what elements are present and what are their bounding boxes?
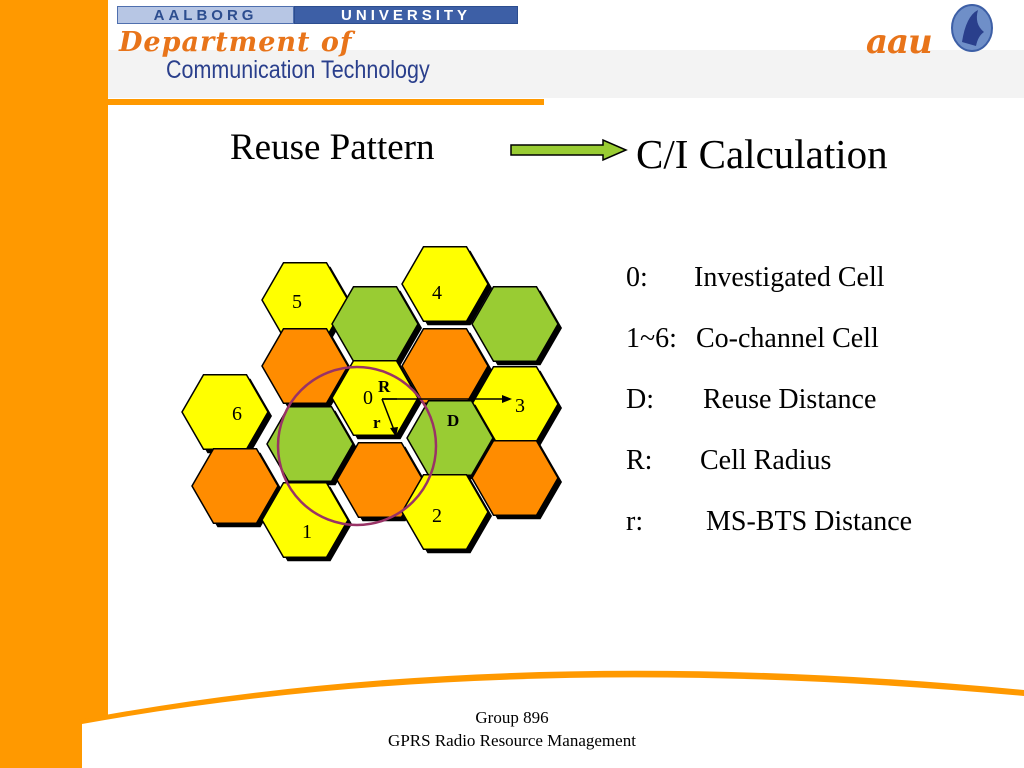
cell-label-1: 1 (302, 521, 312, 543)
hex-cell-orange (191, 448, 279, 524)
cell-labels: 6 5 4 3 1 2 0 (232, 282, 525, 543)
hex-cell-4 (401, 246, 489, 322)
hex-cell-green (471, 286, 559, 362)
hex-cell-orange (261, 328, 349, 404)
aau-logo-text: aau (866, 22, 933, 62)
hex-cell-1 (261, 482, 349, 558)
legend-key: 1~6: (626, 323, 677, 354)
hex-cell-green (406, 400, 494, 476)
legend-row: 0: Investigated Cell (626, 262, 912, 323)
hex-cell-orange (336, 442, 424, 518)
reuse-distance-arrowhead (502, 395, 512, 403)
hex-cells (181, 246, 562, 562)
arrow-right-icon (510, 138, 628, 162)
footer-project-title: GPRS Radio Resource Management (388, 731, 636, 750)
department-label: Department of (119, 27, 353, 58)
legend-row: 1~6: Co-channel Cell (626, 323, 912, 384)
legend-key: 0: (626, 262, 648, 293)
radius-label: R (378, 377, 391, 396)
cell-label-0: 0 (363, 387, 373, 409)
legend-row: D: Reuse Distance (626, 384, 912, 445)
legend-key: D: (626, 384, 654, 415)
university-name-right: UNIVERSITY (294, 6, 518, 24)
legend-row: R: Cell Radius (626, 445, 912, 506)
university-name-left: AALBORG (117, 6, 295, 24)
legend-key: R: (626, 445, 653, 476)
aau-seal-logo (951, 4, 993, 52)
slide-title-ci-calculation: C/I Calculation (636, 131, 888, 177)
cell-label-2: 2 (432, 505, 442, 527)
legend-key: r: (626, 506, 644, 537)
ms-distance-label: r (373, 413, 381, 432)
header-divider (108, 99, 544, 105)
interference-circle (276, 365, 438, 527)
legend-row: r: MS-BTS Distance (626, 506, 912, 567)
ms-distance-line (381, 398, 395, 431)
left-orange-bar (0, 0, 108, 768)
department-name: Communication Technology (166, 56, 430, 84)
ms-distance-arrowhead (390, 427, 398, 437)
legend-text: Reuse Distance (703, 384, 877, 415)
legend-text: Co-channel Cell (696, 323, 879, 354)
hex-cell-green (266, 406, 354, 482)
legend-text: Investigated Cell (694, 262, 885, 293)
header-gray-strip (108, 50, 1024, 98)
legend-text: MS-BTS Distance (706, 506, 913, 537)
footer-white-area (82, 677, 1024, 768)
legend-text: Cell Radius (700, 445, 832, 476)
slide-title-reuse-pattern: Reuse Pattern (230, 127, 435, 168)
cell-label-4: 4 (432, 282, 442, 304)
hex-cell-orange (471, 440, 559, 516)
slide-footer: Group 896 GPRS Radio Resource Management (312, 706, 712, 752)
footer-group: Group 896 (475, 708, 549, 727)
legend: 0: Investigated Cell 1~6: Co-channel Cel… (626, 262, 912, 567)
hex-cell-0 (331, 360, 419, 436)
cell-label-5: 5 (292, 291, 302, 313)
university-banner: AALBORG UNIVERSITY (117, 6, 518, 24)
cell-label-6: 6 (232, 403, 242, 425)
cell-label-3: 3 (515, 395, 525, 417)
reuse-distance-label: D (447, 411, 459, 430)
